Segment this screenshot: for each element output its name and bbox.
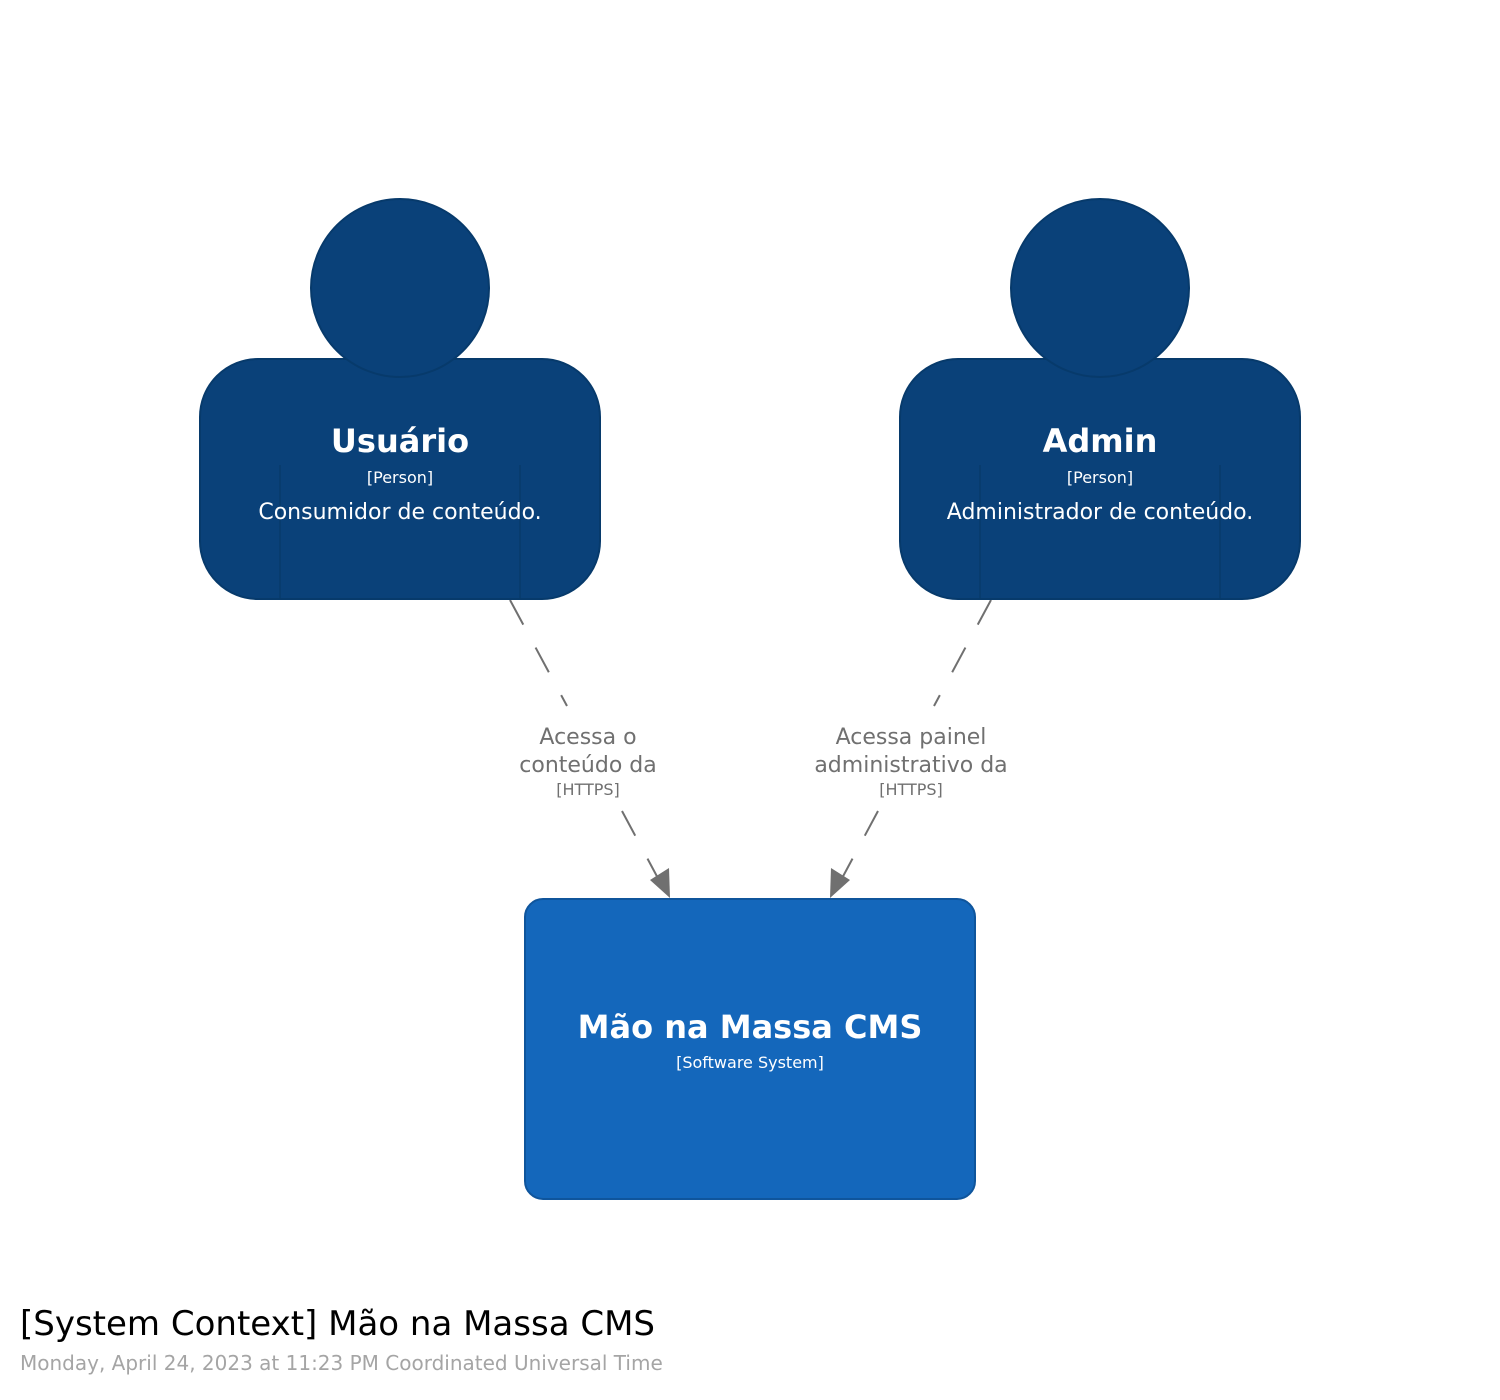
relationship-label-line: conteúdo da	[519, 753, 656, 778]
person-type: [Person]	[1067, 468, 1133, 487]
person-head-icon	[310, 198, 490, 378]
relationship-line	[933, 599, 992, 707]
relationship-line	[621, 810, 661, 883]
software-system-name: Mão na Massa CMS	[578, 1008, 923, 1046]
software-system-type: [Software System]	[676, 1053, 824, 1072]
arrowhead-icon	[650, 868, 670, 898]
relationship-technology: [HTTPS]	[879, 780, 943, 799]
arrowhead-icon	[830, 868, 850, 898]
relationship-admin-to-cms[interactable]: Acessa painel administrativo da [HTTPS]	[814, 599, 1008, 898]
relationship-usuario-to-cms[interactable]: Acessa o conteúdo da [HTTPS]	[509, 599, 670, 898]
relationship-technology: [HTTPS]	[556, 780, 620, 799]
relationship-label-line: Acessa o	[539, 725, 636, 750]
relationship-line	[509, 599, 568, 707]
person-name: Admin	[1043, 422, 1158, 460]
software-system-cms[interactable]: Mão na Massa CMS [Software System]	[524, 898, 976, 1200]
person-name: Usuário	[331, 422, 469, 460]
relationship-label-line: administrativo da	[814, 753, 1007, 778]
person-description: Administrador de conteúdo.	[947, 500, 1253, 525]
person-description: Consumidor de conteúdo.	[258, 500, 541, 525]
relationship-label-line: Acessa painel	[836, 725, 987, 750]
relationship-line	[839, 810, 879, 883]
person-usuario[interactable]: Usuário [Person] Consumidor de conteúdo.	[199, 198, 601, 600]
person-head-icon	[1010, 198, 1190, 378]
person-type: [Person]	[367, 468, 433, 487]
diagram-title: [System Context] Mão na Massa CMS	[20, 1304, 655, 1344]
software-system-box	[524, 898, 976, 1200]
diagram-timestamp: Monday, April 24, 2023 at 11:23 PM Coord…	[20, 1351, 663, 1375]
person-admin[interactable]: Admin [Person] Administrador de conteúdo…	[899, 198, 1301, 600]
